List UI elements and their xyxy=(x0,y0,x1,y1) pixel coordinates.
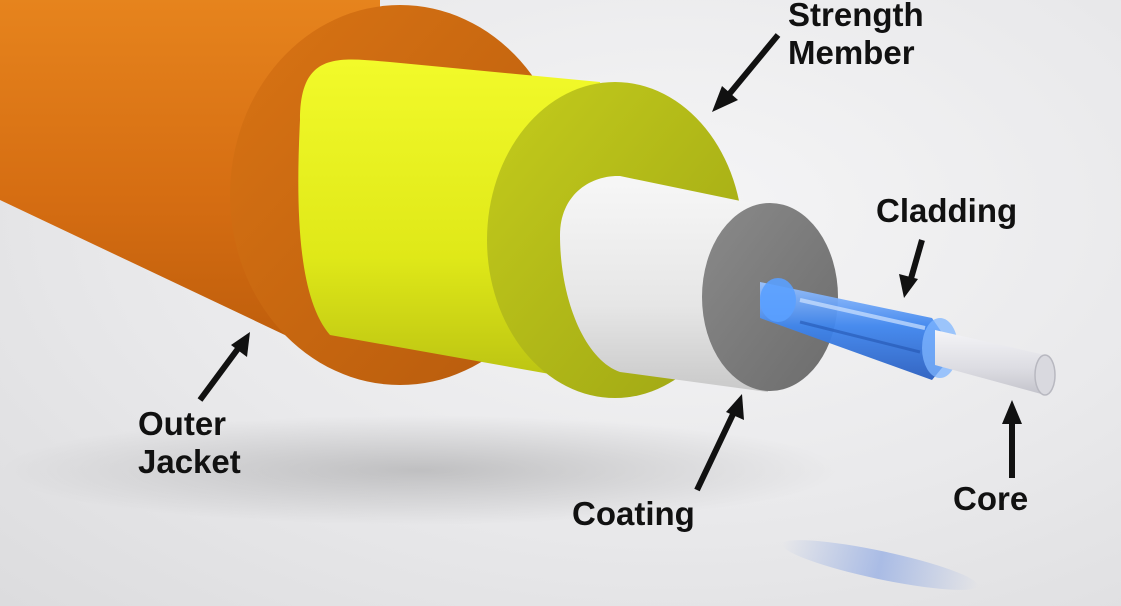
coating-arrow xyxy=(694,394,744,492)
strength-member-label: Strength Member xyxy=(788,0,924,72)
coating-label: Coating xyxy=(572,495,695,532)
core xyxy=(935,330,1056,396)
outer-jacket-arrow xyxy=(197,332,250,402)
coating xyxy=(560,175,838,392)
strength-member-arrow xyxy=(712,33,781,112)
cladding-arrow xyxy=(899,239,925,298)
outer-jacket-label: Outer Jacket xyxy=(138,405,241,481)
outer-jacket-label-line1: Outer xyxy=(138,405,227,442)
core-label: Core xyxy=(953,480,1029,517)
outer-jacket-label-line2: Jacket xyxy=(138,443,241,480)
cable-shadow xyxy=(0,415,840,525)
core-light-reflection xyxy=(782,540,978,590)
strength-member-label-line1: Strength xyxy=(788,0,924,33)
core-arrow xyxy=(1002,400,1022,478)
strength-member-label-line2: Member xyxy=(788,34,915,71)
cladding-label: Cladding xyxy=(876,192,1018,229)
arrows xyxy=(197,33,1022,492)
